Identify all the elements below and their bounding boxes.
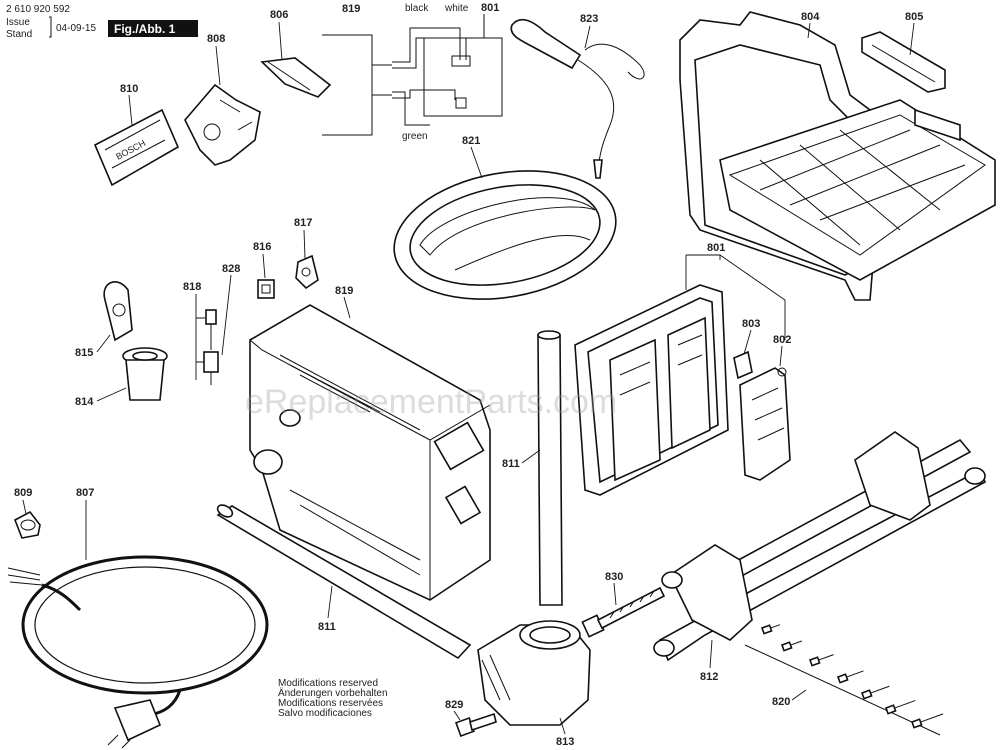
part-811-tube-diagonal <box>216 504 472 660</box>
doc-number: 2 610 920 592 <box>6 4 70 15</box>
part-810-label-plate: BOSCH <box>93 108 180 187</box>
part-803-clip <box>733 350 753 380</box>
callout-814: 814 <box>75 396 94 408</box>
figure-label: Fig./Abb. 1 <box>114 22 176 36</box>
callout-819-top: 819 <box>342 3 360 15</box>
callout-806: 806 <box>270 9 288 21</box>
part-817-clip <box>295 254 319 290</box>
part-829-screw <box>455 712 497 737</box>
wiring-schematic <box>322 14 503 136</box>
callout-809: 809 <box>14 487 32 499</box>
part-828-component <box>203 351 219 385</box>
part-821-lens <box>393 170 617 300</box>
callout-808: 808 <box>207 33 225 45</box>
modifications-note: Modifications reserved Änderungen vorbeh… <box>278 679 388 719</box>
callout-811-diagonal: 811 <box>318 621 336 633</box>
part-815-socket-cap <box>103 281 133 342</box>
issue-label: Issue <box>6 17 30 28</box>
callout-812: 812 <box>700 671 718 683</box>
part-814-socket <box>122 347 168 401</box>
wire-label-black: black <box>405 3 429 14</box>
callout-801-top: 801 <box>481 2 499 14</box>
callout-805: 805 <box>905 11 923 23</box>
callout-821: 821 <box>462 135 480 147</box>
callout-811-vertical: 811 <box>502 458 520 470</box>
wire-label-white: white <box>444 3 469 14</box>
header-bracket <box>49 16 52 38</box>
callout-828: 828 <box>222 263 240 275</box>
callout-815: 815 <box>75 347 93 359</box>
callout-810: 810 <box>120 83 138 95</box>
modifications-line-de: Änderungen vorbehalten <box>278 688 388 699</box>
callout-802: 802 <box>773 334 791 346</box>
callout-803: 803 <box>742 318 760 330</box>
part-804-frame <box>679 11 996 301</box>
callout-829: 829 <box>445 699 463 711</box>
figure-label-box <box>108 20 198 37</box>
callout-823: 823 <box>580 13 598 25</box>
watermark: eReplacementParts.com <box>245 383 617 421</box>
modifications-line-es: Salvo modificaciones <box>278 708 372 719</box>
part-805-latch <box>861 31 946 93</box>
part-823-cord <box>510 18 645 179</box>
callout-816: 816 <box>253 241 271 253</box>
part-806-cover <box>260 57 332 98</box>
part-830-bolt <box>581 586 666 638</box>
callout-801-side: 801 <box>707 242 725 254</box>
callout-817: 817 <box>294 217 312 229</box>
part-802-bracket <box>739 367 791 481</box>
part-801-lamp-housing <box>574 284 729 496</box>
callout-818: 818 <box>183 281 201 293</box>
callout-820: 820 <box>772 696 790 708</box>
modifications-line-fr: Modifications reservées <box>278 698 384 709</box>
part-813-clamp <box>477 620 591 726</box>
part-819-ballast <box>249 304 491 601</box>
callout-804: 804 <box>801 11 820 23</box>
part-816-switch <box>257 279 275 299</box>
part-809-strain-relief <box>13 510 41 539</box>
part-807-power-cord <box>7 555 269 749</box>
part-808-bracket <box>184 83 261 166</box>
callout-807: 807 <box>76 487 94 499</box>
stand-label: Stand <box>6 29 32 40</box>
part-811-tube-vertical <box>537 330 563 606</box>
callout-819-box: 819 <box>335 285 353 297</box>
wire-label-green: green <box>402 131 428 142</box>
modifications-line-en: Modifications reserved <box>278 678 379 689</box>
part-812-stand <box>653 431 987 662</box>
part-820-screws <box>744 624 944 736</box>
callout-813: 813 <box>556 736 574 748</box>
issue-date: 04-09-15 <box>56 23 96 34</box>
callout-830: 830 <box>605 571 623 583</box>
part-818-screw <box>205 309 217 350</box>
